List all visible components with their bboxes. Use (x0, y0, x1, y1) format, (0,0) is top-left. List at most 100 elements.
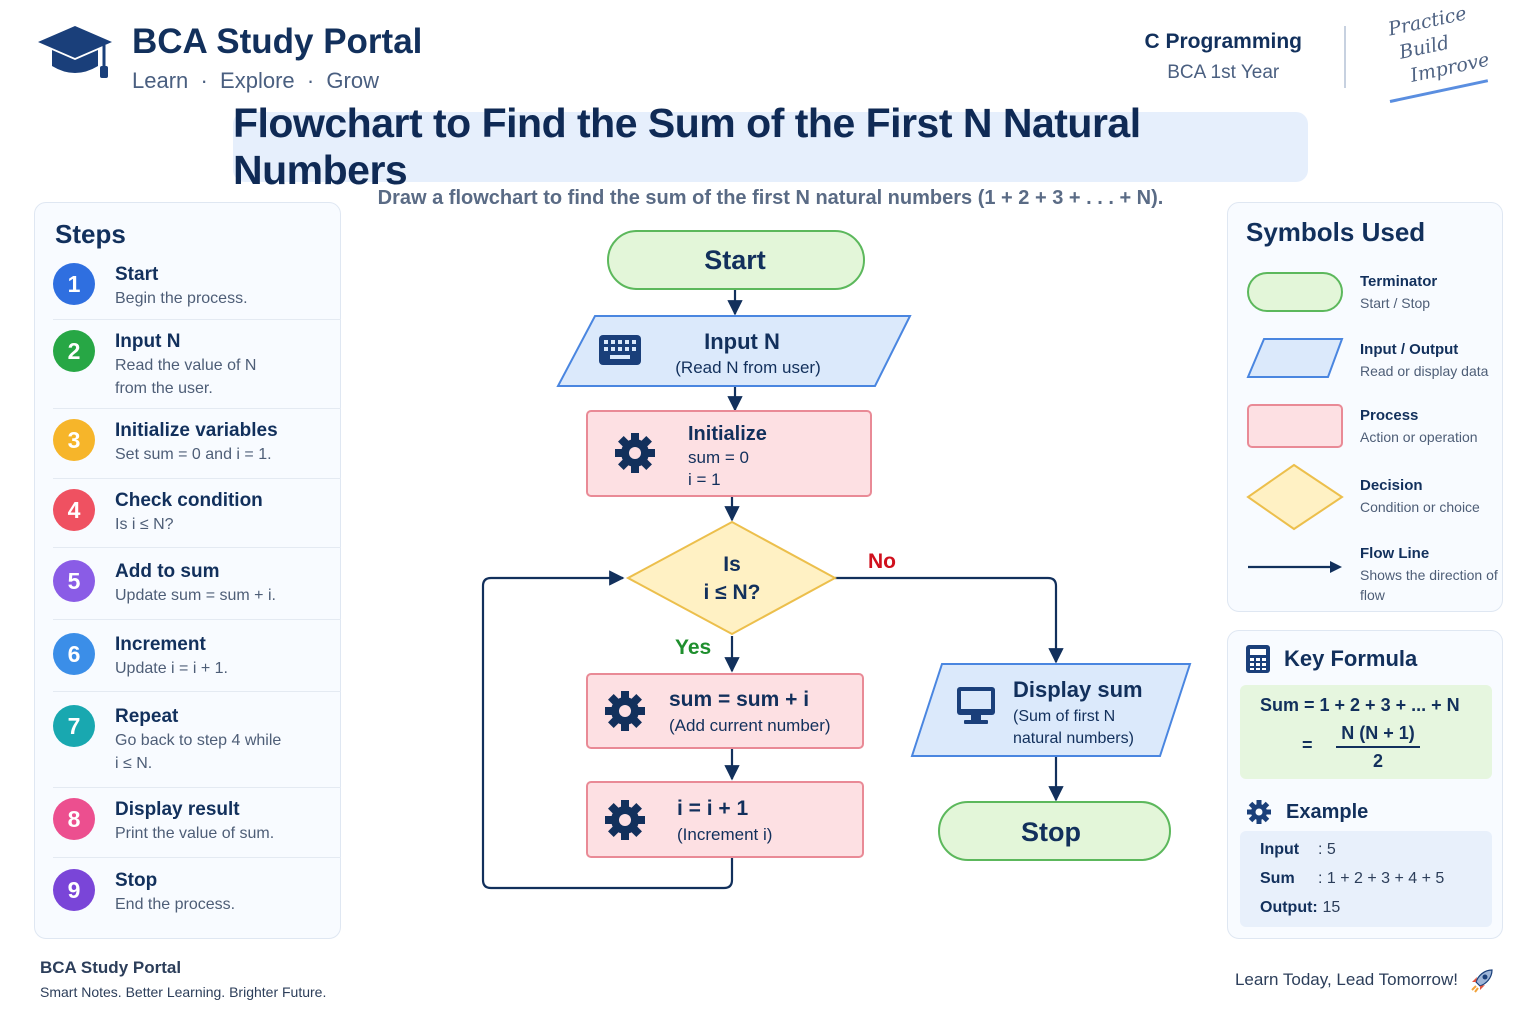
example-label: Sum (1260, 870, 1295, 887)
gear-icon (615, 433, 655, 473)
step-number: 1 (53, 263, 95, 305)
step-desc: Update i = i + 1. (115, 660, 228, 677)
stop-terminator (938, 801, 1171, 861)
page-title: Flowchart to Find the Sum of the First N… (233, 100, 1141, 193)
example-title: Example (1286, 800, 1369, 823)
gear-icon (605, 800, 645, 840)
symbol-desc: Action or operation (1360, 429, 1478, 445)
step-divider (53, 787, 341, 788)
display-line: natural numbers) (1013, 730, 1134, 747)
step-desc: Print the value of sum. (115, 825, 275, 842)
example-row: Input: 5 (1260, 841, 1336, 859)
symbol-desc: Condition or choice (1360, 499, 1480, 515)
add-title: sum = sum + i (669, 688, 809, 711)
symbol-desc: Shows the direction of flow (1360, 567, 1498, 603)
formula-denominator: 2 (1372, 751, 1383, 771)
footer-brand: BCA Study Portal Smart Notes. Better Lea… (40, 958, 326, 1000)
input-title: Input N (704, 329, 780, 354)
stop-label: Stop (1021, 817, 1081, 847)
step-number: 5 (53, 560, 95, 602)
formula-panel: Key Formula Sum = 1 + 2 + 3 + ... + N = … (1227, 630, 1503, 939)
step-title: Start (115, 264, 159, 285)
step-item: 4 Check condition Is i ≤ N? (53, 489, 323, 536)
symbol-title: Input / Output (1360, 341, 1459, 358)
example-value: 15 (1318, 899, 1341, 916)
symbol-title: Process (1360, 407, 1419, 424)
steps-title: Steps (55, 219, 126, 249)
step-desc: Begin the process. (115, 290, 248, 307)
step-item: 8 Display result Print the value of sum. (53, 798, 323, 845)
input-parallelogram (556, 315, 912, 387)
symbol-desc: Start / Stop (1360, 295, 1431, 311)
step-divider (53, 691, 341, 692)
start-terminator (607, 230, 865, 290)
step-item: 1 Start Begin the process. (53, 263, 323, 310)
symbol-desc: Read or display data (1360, 363, 1489, 379)
step-number: 8 (53, 798, 95, 840)
add-process (586, 673, 864, 749)
step-title: Add to sum (115, 561, 220, 582)
decision-line: Is (723, 553, 741, 576)
gear-icon (605, 691, 645, 731)
step-number: 2 (53, 330, 95, 372)
step-title: Initialize variables (115, 420, 278, 441)
step-number: 9 (53, 869, 95, 911)
rectangle-shape-icon (1247, 404, 1343, 448)
step-desc: Read the value of N from the user. (115, 357, 257, 397)
header-divider (1344, 26, 1346, 88)
example-row: Sum: 1 + 2 + 3 + 4 + 5 (1260, 870, 1444, 888)
flowchart: Start Input N (Read N from user) Initial… (481, 230, 1192, 890)
step-desc: Is i ≤ N? (115, 516, 174, 533)
add-subtitle: (Add current number) (669, 716, 831, 735)
monitor-icon (957, 687, 995, 724)
symbol-title: Terminator (1360, 273, 1438, 290)
page-subtitle: Draw a flowchart to find the sum of the … (377, 187, 1164, 209)
step-divider (53, 857, 341, 858)
step-desc: Set sum = 0 and i = 1. (115, 446, 272, 463)
course-title: C Programming (1144, 30, 1302, 53)
step-divider (53, 547, 341, 548)
parallelogram-shape-icon (1246, 338, 1344, 378)
step-divider (53, 319, 341, 320)
calculator-icon (1246, 645, 1270, 673)
step-item: 2 Input N Read the value of N from the u… (53, 330, 323, 400)
no-branch-line (835, 576, 1064, 664)
step-item: 3 Initialize variables Set sum = 0 and i… (53, 419, 323, 466)
step-divider (53, 408, 341, 409)
step-title: Stop (115, 870, 158, 891)
step-desc: End the process. (115, 896, 236, 913)
step-title: Increment (115, 634, 206, 655)
yes-label: Yes (675, 636, 711, 659)
step-title: Repeat (115, 706, 179, 727)
motto: Practice Build Improve (1386, 0, 1509, 91)
rocket-icon (1471, 969, 1493, 993)
brand: BCA Study Portal Learn · Explore · Grow (36, 22, 422, 94)
example-row: Output: 15 (1260, 899, 1340, 917)
symbols-panel: Symbols Used Terminator Start / Stop Inp… (1227, 202, 1503, 612)
loop-back-line (481, 570, 734, 890)
increment-title: i = i + 1 (677, 797, 749, 820)
example-box: Input: 5 Sum: 1 + 2 + 3 + 4 + 5 Output: … (1240, 831, 1492, 927)
decision-line: i ≤ N? (703, 581, 760, 604)
step-number: 4 (53, 489, 95, 531)
step-item: 5 Add to sum Update sum = sum + i. (53, 560, 323, 607)
init-process (586, 410, 872, 497)
step-title: Check condition (115, 490, 263, 511)
formula-box: Sum = 1 + 2 + 3 + ... + N = N (N + 1) 2 (1240, 685, 1492, 779)
init-title: Initialize (688, 423, 767, 445)
start-label: Start (704, 245, 766, 275)
course-subtitle: BCA 1st Year (1167, 62, 1280, 83)
step-desc: Update sum = sum + i. (115, 587, 276, 604)
step-item: 7 Repeat Go back to step 4 while i ≤ N. (53, 705, 323, 775)
example-label: Input (1260, 841, 1300, 858)
formula-line: Sum = 1 + 2 + 3 + ... + N (1260, 695, 1460, 715)
decision-diamond (625, 520, 838, 636)
footer-brand-name: BCA Study Portal (40, 958, 182, 977)
step-divider (53, 478, 341, 479)
course-info: C Programming BCA 1st Year (1144, 30, 1302, 84)
step-item: 9 Stop End the process. (53, 869, 323, 916)
symbol-title: Decision (1360, 477, 1423, 494)
title-banner: Flowchart to Find the Sum of the First N… (233, 100, 1308, 193)
brand-title: BCA Study Portal (132, 22, 423, 61)
step-number: 6 (53, 633, 95, 675)
